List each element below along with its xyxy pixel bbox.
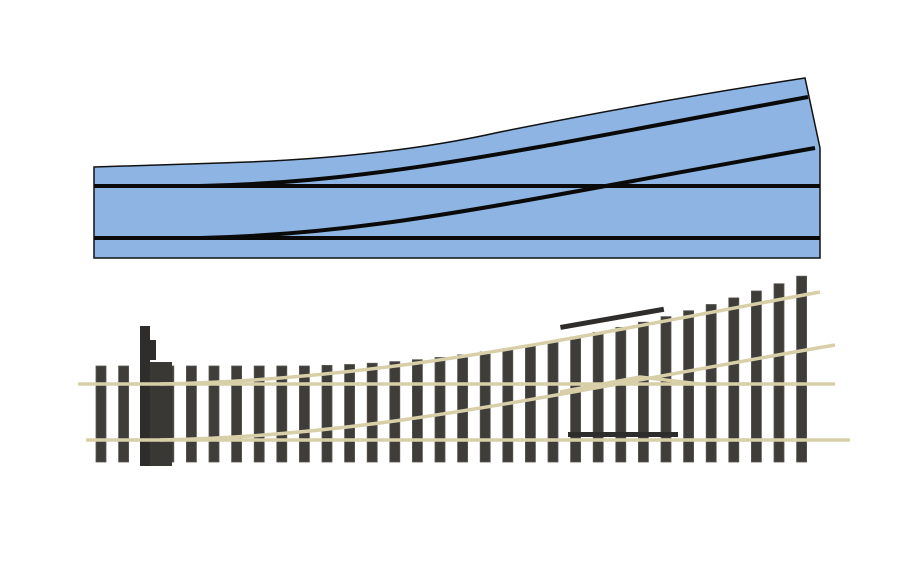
turnout-schematic-diagram — [93, 77, 821, 259]
rails-group — [78, 290, 850, 442]
sleeper-tie — [525, 344, 536, 463]
sleeper-tie — [253, 365, 265, 463]
sleeper-tie — [570, 336, 581, 463]
diagram-diverging-rail-upper — [199, 95, 809, 188]
sleeper-tie — [615, 327, 627, 463]
sleeper-tie — [185, 365, 197, 463]
diagram-diverging-rail-lower — [199, 146, 816, 240]
sleeper-tie — [389, 361, 401, 463]
point-motor-mechanism — [140, 326, 172, 466]
check-rail-bottom — [568, 432, 678, 437]
diverging-rail-upper — [159, 290, 821, 386]
ties-group — [95, 275, 807, 463]
sleeper-tie — [344, 364, 356, 463]
sleeper-tie — [751, 290, 762, 463]
sleeper-tie — [547, 340, 559, 463]
sleeper-tie — [773, 283, 785, 463]
sleeper-tie — [638, 321, 649, 463]
check-rail-top — [559, 306, 665, 330]
sleeper-tie — [321, 365, 333, 463]
sleeper-tie — [683, 310, 694, 463]
sleeper-tie — [728, 297, 740, 463]
model-turnout-photo — [78, 275, 850, 466]
sleeper-tie — [298, 365, 310, 463]
sleeper-tie — [366, 362, 378, 463]
sleeper-tie — [208, 365, 220, 463]
sleeper-tie — [592, 331, 604, 463]
sleeper-tie — [276, 365, 288, 463]
sleeper-tie — [796, 275, 807, 463]
sleeper-tie — [660, 316, 672, 463]
sleeper-tie — [231, 365, 243, 463]
diagram-track-area — [93, 77, 821, 259]
sleeper-tie — [118, 365, 129, 463]
sleeper-tie — [434, 357, 446, 463]
frog-wing-rail — [559, 375, 701, 394]
sleeper-tie — [95, 365, 107, 463]
sleeper-tie — [411, 359, 423, 463]
diverging-rail-lower — [159, 343, 836, 442]
